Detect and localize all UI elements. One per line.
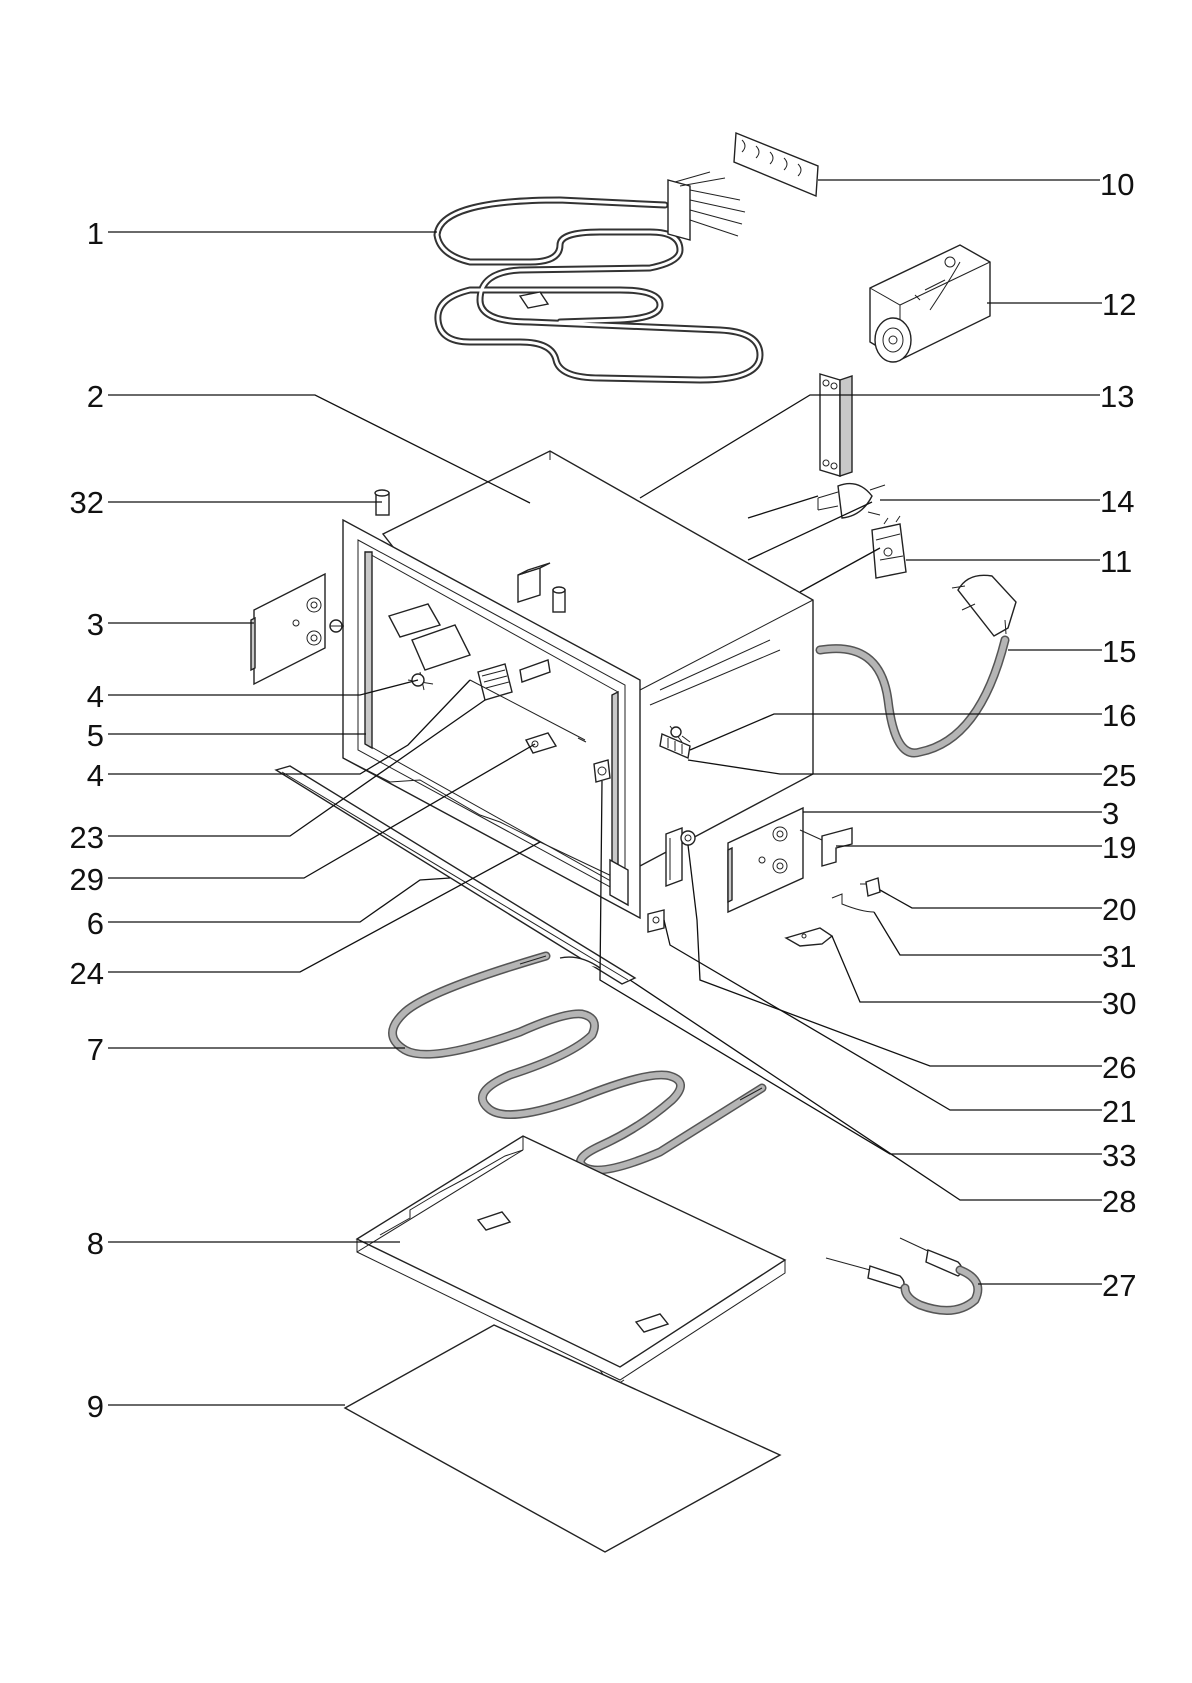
part-3-right-side-panel	[727, 806, 804, 914]
callout-9: 9	[87, 1389, 104, 1424]
callout-20: 20	[1102, 892, 1136, 927]
callout-5: 5	[87, 718, 104, 753]
callout-29: 29	[70, 862, 104, 897]
part-11-switch	[871, 515, 907, 579]
callout-30: 30	[1102, 986, 1136, 1021]
callout-1: 1	[87, 216, 104, 251]
callout-labels: 10 1 12 2 13 32 14 11 3 15 4 16 5 4 25 3…	[70, 167, 1137, 1424]
part-12-fan-motor	[869, 244, 991, 363]
callout-21: 21	[1102, 1094, 1136, 1129]
callout-11: 11	[1100, 544, 1132, 579]
callout-27: 27	[1102, 1268, 1136, 1303]
callout-6: 6	[87, 906, 104, 941]
part-16-lamp-holder	[659, 733, 691, 759]
part-13-plate	[819, 373, 853, 477]
callout-3-left: 3	[87, 607, 104, 642]
callout-15: 15	[1102, 634, 1136, 669]
callout-3-right: 3	[1102, 796, 1119, 831]
callout-26: 26	[1102, 1050, 1136, 1085]
callout-32: 32	[70, 485, 104, 520]
part-8-tray	[355, 1135, 787, 1389]
part-9-sheet	[343, 1324, 782, 1553]
leader-lines	[108, 179, 1102, 1406]
callout-10: 10	[1100, 167, 1134, 202]
callout-33: 33	[1102, 1138, 1136, 1173]
part-7-bottom-element	[388, 951, 767, 1175]
callout-19: 19	[1102, 830, 1136, 865]
part-10-terminal-strip	[733, 131, 819, 198]
part-32-spacer	[374, 489, 390, 516]
part-20-clip	[860, 877, 881, 897]
part-31-wire-clip	[831, 893, 875, 913]
callout-12: 12	[1102, 287, 1136, 322]
callout-4-lower: 4	[87, 758, 104, 793]
callout-31: 31	[1102, 939, 1136, 974]
part-15-power-cord	[815, 574, 1017, 758]
part-3-left-side-panel	[250, 572, 344, 686]
callout-28: 28	[1102, 1184, 1136, 1219]
part-1-grill-element	[433, 171, 764, 384]
callout-14: 14	[1100, 484, 1134, 519]
part-26-bracket	[665, 826, 696, 888]
callout-7: 7	[87, 1032, 104, 1067]
part-14-thermostat	[817, 482, 886, 519]
part-27-probe	[825, 1237, 983, 1315]
callout-2: 2	[87, 379, 104, 414]
callout-25: 25	[1102, 758, 1136, 793]
part-24-rail	[274, 765, 637, 985]
part-19-bracket	[799, 827, 853, 867]
callout-16: 16	[1102, 698, 1136, 733]
callout-23: 23	[70, 820, 104, 855]
callout-13: 13	[1100, 379, 1134, 414]
part-30-plate	[784, 927, 834, 947]
part-21-hinge	[647, 909, 665, 933]
callout-8: 8	[87, 1226, 104, 1261]
callout-4-upper: 4	[87, 679, 104, 714]
callout-24: 24	[70, 956, 104, 991]
